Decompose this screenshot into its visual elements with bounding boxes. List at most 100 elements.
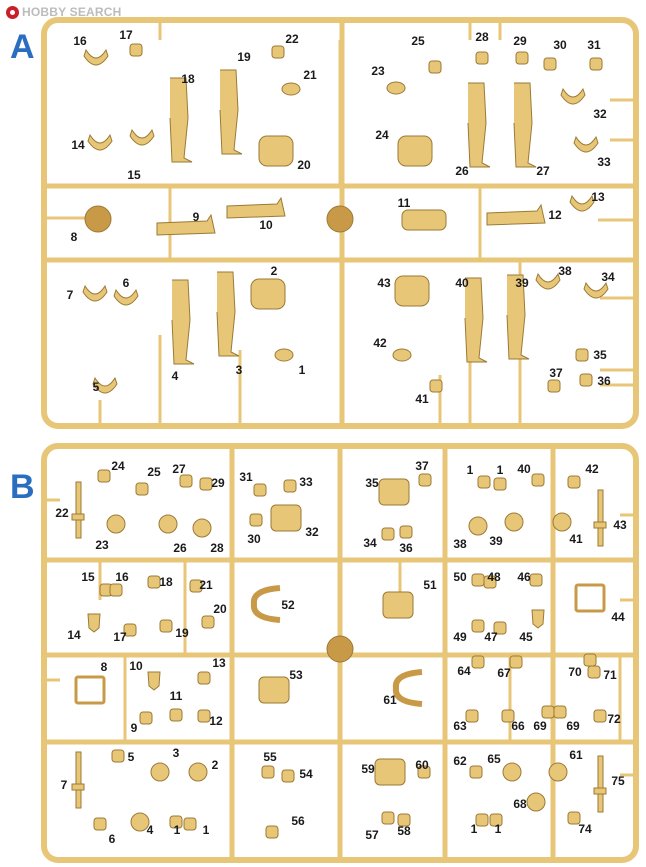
part-shape-pack <box>382 591 414 619</box>
part-b-43: 43 <box>593 489 627 547</box>
part-shape-small <box>587 665 601 679</box>
part-shape-helmet <box>526 792 546 812</box>
part-number-label: 45 <box>519 630 533 644</box>
part-number-label: 69 <box>533 719 547 733</box>
part-a-31: 31 <box>587 38 603 71</box>
part-number-label: 1 <box>203 823 210 837</box>
part-b-8: 8 <box>74 660 108 705</box>
part-shape-small <box>417 765 431 779</box>
part-b-29: 29 <box>199 476 225 491</box>
part-shape-arm <box>560 87 586 105</box>
sprue-hub <box>326 205 354 233</box>
part-b-32: 32 <box>270 504 319 539</box>
part-a-34: 34 <box>583 270 615 299</box>
part-number-label: 37 <box>415 459 429 473</box>
part-shape-small <box>471 655 485 669</box>
part-b-62: 62 <box>453 754 483 779</box>
part-a-7: 7 <box>67 284 108 302</box>
part-b-27: 27 <box>172 462 193 488</box>
part-number-label: 58 <box>397 824 411 838</box>
part-a-4: 4 <box>171 279 195 383</box>
part-shape-small <box>253 483 267 497</box>
part-shape-small <box>553 705 567 719</box>
part-number-label: 11 <box>398 196 411 210</box>
part-number-label: 23 <box>371 64 385 78</box>
part-a-26: 26 <box>455 82 491 178</box>
part-shape-pack <box>378 478 410 506</box>
part-number-label: 26 <box>173 541 187 555</box>
part-number-label: 18 <box>181 72 195 86</box>
part-b-58: 58 <box>397 813 411 838</box>
part-shape-small <box>593 709 607 723</box>
part-number-label: 72 <box>607 712 621 726</box>
part-number-label: 8 <box>101 660 108 674</box>
part-number-label: 36 <box>597 374 611 388</box>
part-number-label: 34 <box>363 536 377 550</box>
part-a-29: 29 <box>513 34 529 65</box>
part-shape-arm <box>83 48 109 66</box>
part-shape-small <box>477 475 491 489</box>
part-a-36: 36 <box>579 373 611 388</box>
part-shape-leg <box>171 279 195 365</box>
part-shape-rifle <box>597 489 604 547</box>
part-a-30: 30 <box>543 38 567 71</box>
part-b-10: 10 <box>129 659 161 691</box>
part-number-label: 55 <box>263 750 277 764</box>
part-b-18: 18 <box>147 575 173 589</box>
part-number-label: 57 <box>365 828 379 842</box>
part-shape-torso <box>250 278 286 310</box>
part-b-39: 39 <box>489 512 524 548</box>
part-shape-small <box>147 575 161 589</box>
part-shape-small <box>465 709 479 723</box>
part-shape-helmet <box>548 762 568 782</box>
part-shape-leg <box>506 274 530 360</box>
part-number-label: 56 <box>291 814 305 828</box>
part-shape-small <box>183 817 197 831</box>
part-a-20: 20 <box>258 135 311 172</box>
part-shape-small <box>501 709 515 723</box>
part-shape-small <box>541 705 555 719</box>
part-shape-small <box>418 473 432 487</box>
part-number-label: 25 <box>147 465 161 479</box>
part-number-label: 3 <box>173 746 180 760</box>
part-shape-rifle-grip <box>71 783 85 791</box>
part-shape-small <box>97 469 111 483</box>
part-b-4: 4 <box>130 812 154 837</box>
part-number-label: 33 <box>299 475 313 489</box>
part-number-label: 5 <box>128 750 135 764</box>
part-shape-rifle-grip <box>593 521 607 529</box>
part-shape-small <box>469 765 483 779</box>
part-b-40: 40 <box>517 462 545 487</box>
part-number-label: 19 <box>237 50 251 64</box>
part-b-55: 55 <box>261 750 277 779</box>
part-shape-leg <box>219 69 243 155</box>
part-number-label: 22 <box>285 32 299 46</box>
part-b-57: 57 <box>365 811 395 842</box>
part-shape-frame <box>574 583 606 613</box>
part-shape-small <box>543 57 557 71</box>
part-shape-strap <box>250 585 281 623</box>
part-b-69: 69 <box>533 705 555 733</box>
part-shape-helmet <box>192 518 212 538</box>
part-b-61: 61 <box>383 669 423 707</box>
part-number-label: 71 <box>603 668 617 682</box>
part-a-23: 23 <box>371 64 406 95</box>
part-shape-small <box>135 482 149 496</box>
part-b-6: 6 <box>93 817 116 846</box>
part-shape-small <box>261 765 275 779</box>
part-number-label: 13 <box>591 190 605 204</box>
part-number-label: 9 <box>193 210 200 224</box>
part-a-39: 39 <box>506 274 530 360</box>
part-shape-arm <box>87 133 113 151</box>
part-shape-small <box>583 653 597 667</box>
part-a-17: 17 <box>119 28 143 57</box>
part-shape-rifle <box>75 481 82 539</box>
part-a-32: 32 <box>560 87 607 121</box>
part-shape-helmet <box>502 762 522 782</box>
part-number-label: 34 <box>601 270 615 284</box>
part-shape-small <box>567 475 581 489</box>
sprue-b-letter: B <box>10 468 35 506</box>
part-shape-small <box>575 348 589 362</box>
part-shape-small <box>428 60 442 74</box>
part-b-1: 1 <box>489 813 503 836</box>
